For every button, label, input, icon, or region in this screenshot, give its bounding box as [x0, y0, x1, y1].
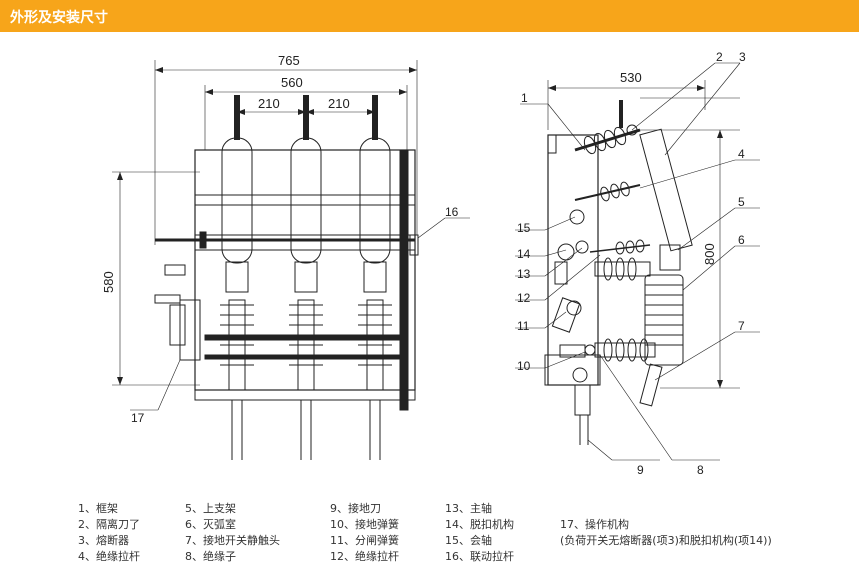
section-title: 外形及安装尺寸 [10, 10, 108, 26]
callout-16: 16 [445, 205, 459, 219]
callout-1: 1 [521, 91, 528, 105]
callout-4: 4 [738, 147, 745, 161]
callout-14: 14 [517, 247, 531, 261]
legend-item: 10、接地弹簧 [330, 518, 399, 531]
callout-11: 11 [517, 319, 530, 333]
front-view: 765 560 210 210 580 [101, 53, 470, 460]
phase-2 [289, 95, 323, 460]
callout-6: 6 [738, 233, 745, 247]
legend-item: 16、联动拉杆 [445, 550, 514, 563]
section-header: 外形及安装尺寸 [0, 0, 859, 32]
phase-1 [220, 95, 254, 460]
legend-item: 17、操作机构 [560, 518, 629, 531]
legend-item: 5、上支架 [185, 502, 236, 515]
legend-item: 3、熔断器 [78, 534, 129, 547]
side-view: 530 800 [515, 50, 760, 477]
dim-210-right: 210 [328, 96, 350, 111]
legend-item: 4、绝缘拉杆 [78, 550, 140, 563]
callout-8: 8 [697, 463, 704, 477]
callout-7: 7 [738, 319, 745, 333]
dim-765: 765 [278, 53, 300, 68]
dim-800: 800 [702, 243, 717, 265]
phase-3 [358, 95, 392, 460]
legend-item: 2、隔离刀了 [78, 518, 140, 531]
callout-17: 17 [131, 411, 145, 425]
legend-item: 15、会轴 [445, 534, 492, 547]
callout-5: 5 [738, 195, 745, 209]
legend-item: 6、灭弧室 [185, 518, 236, 531]
dim-580: 580 [101, 271, 116, 293]
legend-item: 14、脱扣机构 [445, 518, 514, 531]
legend-item: 8、绝缘子 [185, 550, 236, 563]
dim-560: 560 [281, 75, 303, 90]
dim-530: 530 [620, 70, 642, 85]
callout-13: 13 [517, 267, 531, 281]
legend-item: 12、绝缘拉杆 [330, 550, 399, 563]
legend-note: (负荷开关无熔断器(项3)和脱扣机构(项14)) [560, 534, 772, 547]
dim-210-left: 210 [258, 96, 280, 111]
legend-item: 1、框架 [78, 502, 118, 515]
legend-item: 13、主轴 [445, 502, 492, 515]
legend-item: 11、分闸弹簧 [330, 534, 399, 547]
callout-3: 3 [739, 50, 746, 64]
legend-item: 9、接地刀 [330, 502, 381, 515]
callout-9: 9 [637, 463, 644, 477]
callout-12: 12 [517, 291, 531, 305]
technical-drawing: 765 560 210 210 580 [101, 50, 760, 477]
callout-15: 15 [517, 221, 531, 235]
callout-2: 2 [716, 50, 723, 64]
parts-legend: 1、框架 2、隔离刀了 3、熔断器 4、绝缘拉杆 5、上支架 6、灭弧室 7、接… [78, 500, 838, 563]
legend-item: 7、接地开关静触头 [185, 534, 280, 547]
callout-10: 10 [517, 359, 531, 373]
